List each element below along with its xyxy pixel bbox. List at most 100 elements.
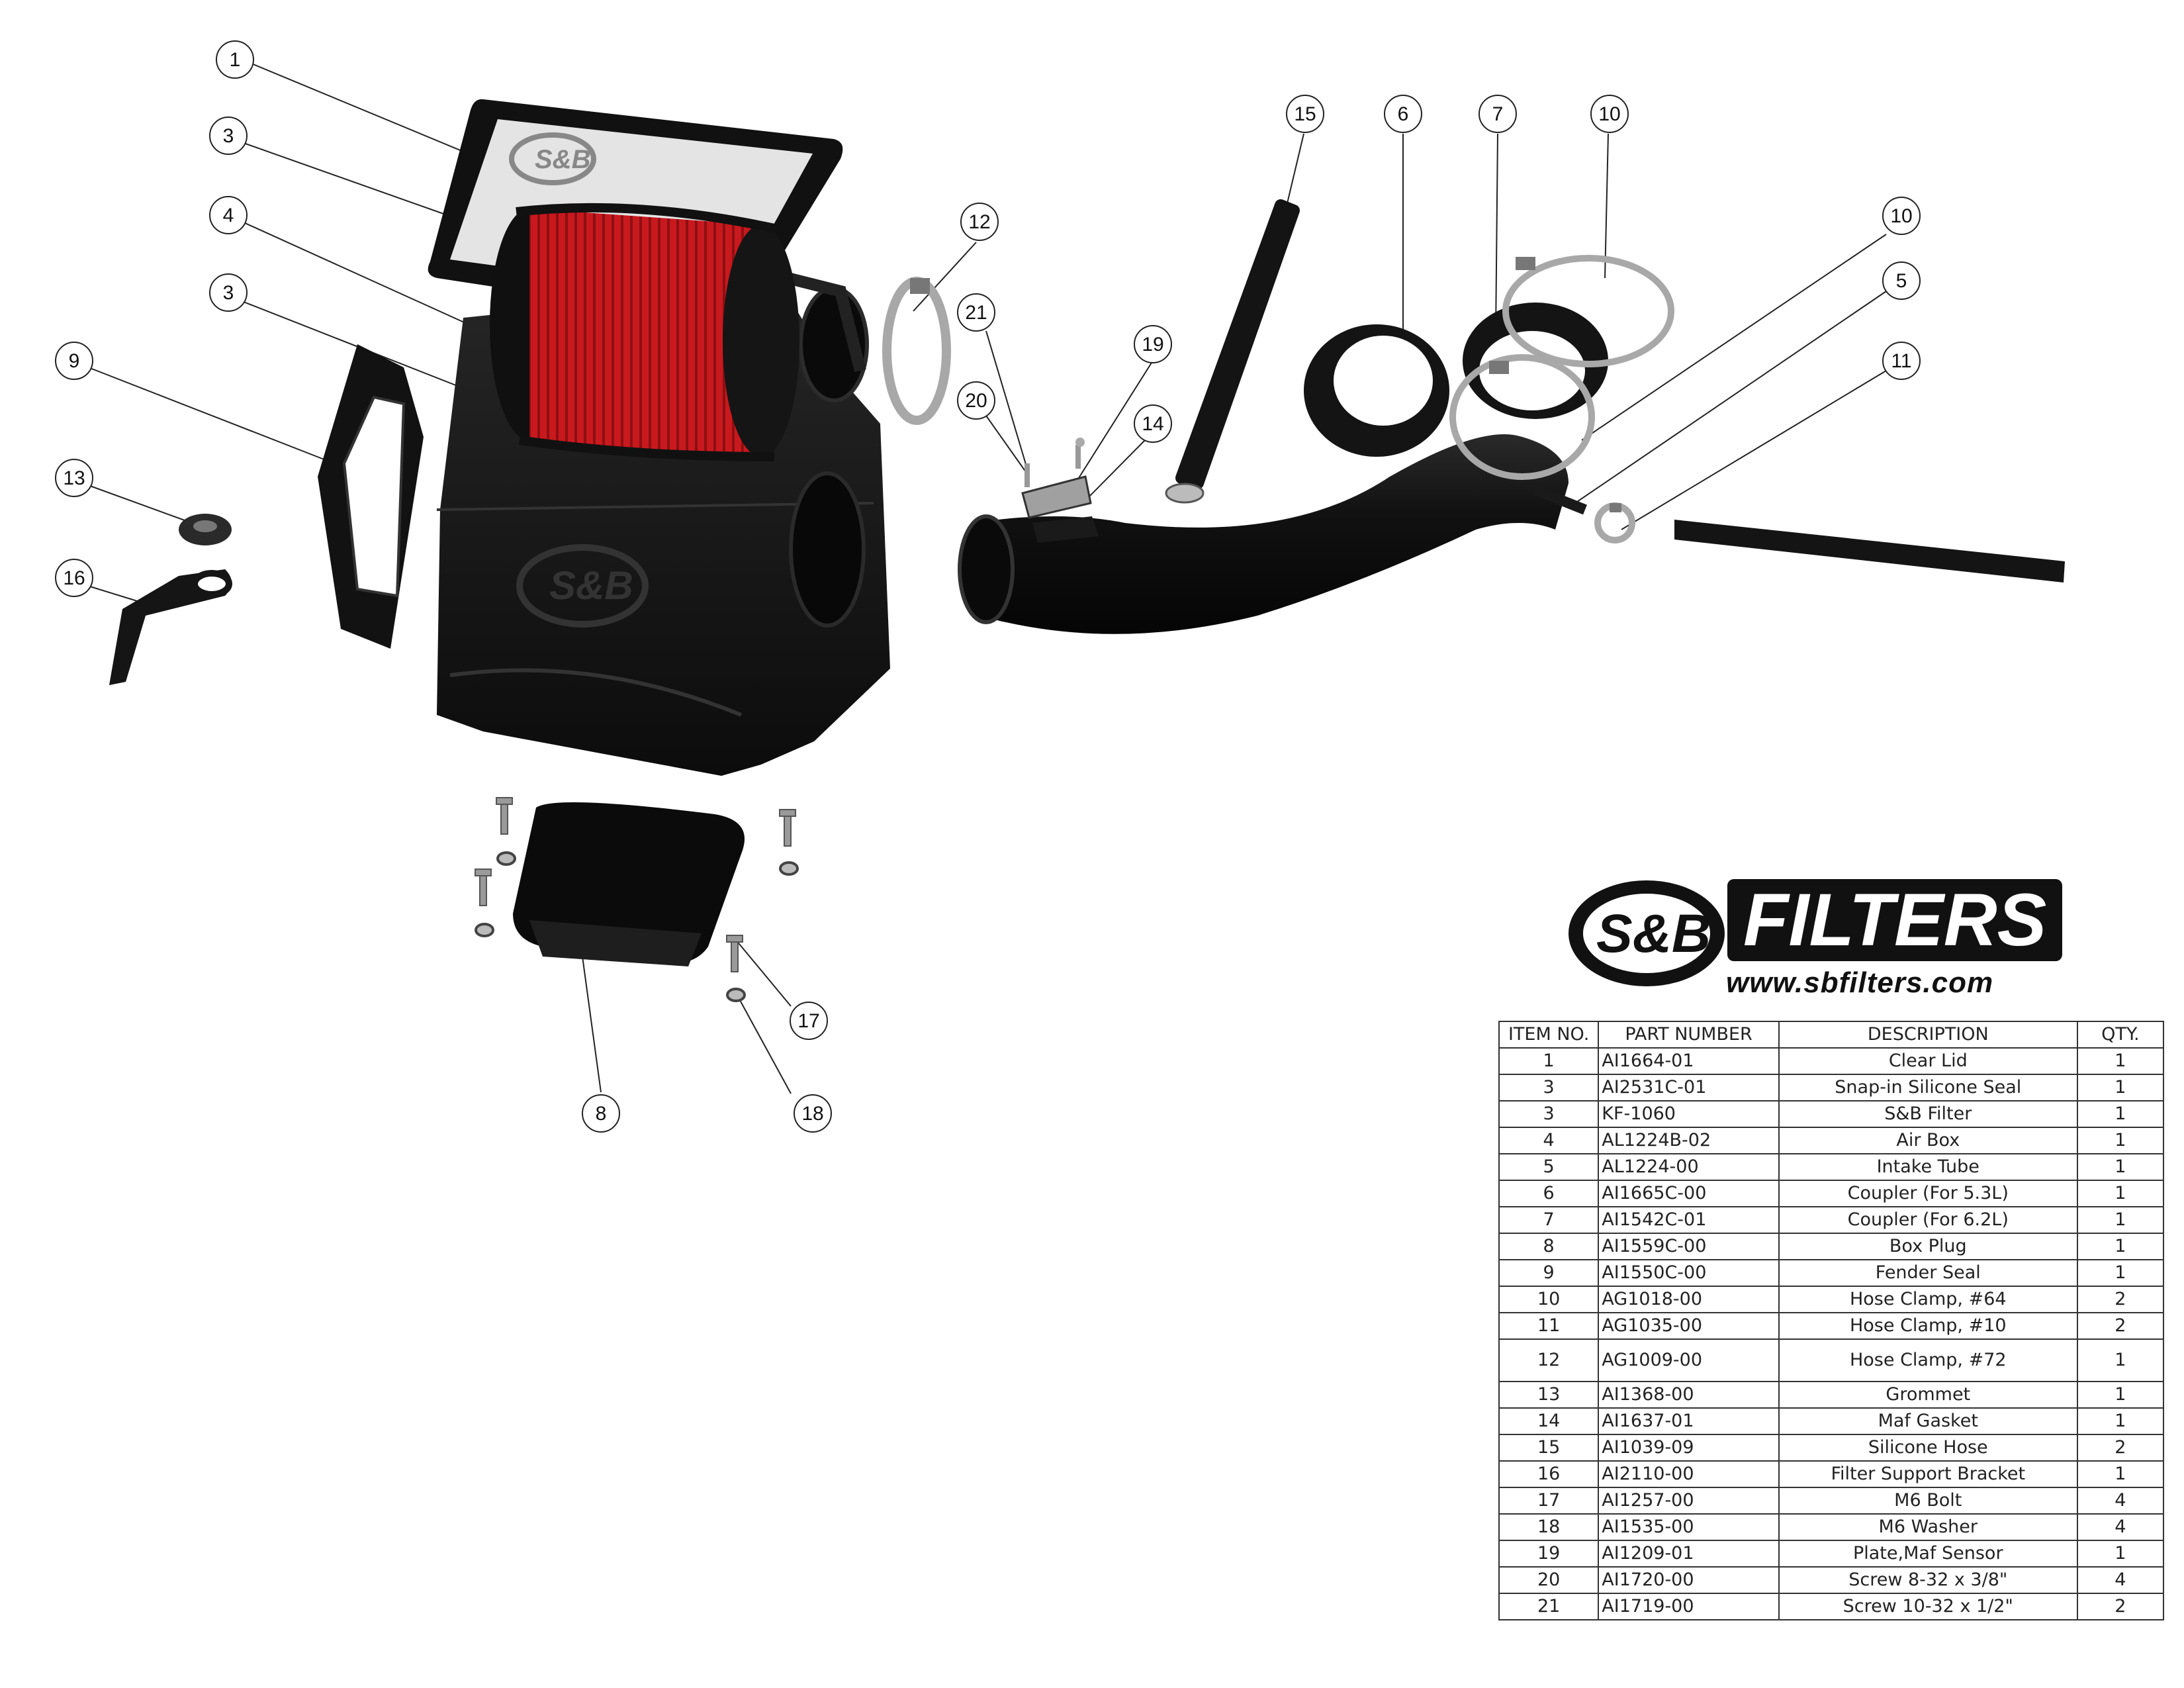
item-number-cell: 15: [1498, 1434, 1600, 1462]
callout-label: 10: [1598, 103, 1620, 125]
quantity-cell: 1: [2076, 1540, 2165, 1568]
part-number-cell: AI1368-00: [1598, 1381, 1780, 1409]
callout-circle: [790, 1002, 828, 1040]
column-header: QTY.: [2076, 1021, 2165, 1049]
logo-url: www.sbfilters.com: [1726, 966, 1994, 999]
part-number-cell: AL1224B-02: [1598, 1127, 1780, 1154]
callout-circle: [1384, 95, 1422, 133]
quantity-cell: 1: [2076, 1259, 2165, 1287]
callout-label: 16: [63, 567, 85, 589]
callout-c15: 15: [1286, 95, 1324, 133]
callout-label: 9: [69, 350, 80, 372]
callout-circle: [209, 273, 248, 312]
callout-c3b: 3: [209, 273, 248, 312]
callout-c5: 5: [1882, 261, 1921, 300]
intake-tube: [958, 434, 1587, 634]
part-number-cell: AI1535-00: [1598, 1513, 1780, 1541]
part-number-cell: AI1550C-00: [1598, 1259, 1780, 1287]
callout-circle: [209, 196, 248, 234]
logo-wordmark: FILTERS: [1727, 879, 2063, 961]
callout-c19: 19: [1134, 325, 1172, 363]
item-number-cell: 12: [1498, 1338, 1600, 1382]
callout-c4: 4: [209, 196, 248, 234]
description-cell: Air Box: [1778, 1127, 2078, 1154]
quantity-cell: 4: [2076, 1513, 2165, 1541]
quantity-cell: 1: [2076, 1074, 2165, 1102]
callout-c12: 12: [960, 203, 999, 241]
callout-c10b: 10: [1882, 197, 1921, 235]
part-number-cell: AI1664-01: [1598, 1047, 1780, 1075]
callout-c3a: 3: [209, 117, 248, 155]
callout-label: 19: [1142, 334, 1163, 355]
callout-label: 1: [230, 49, 241, 71]
bolts-and-washers: [475, 797, 799, 1002]
callout-label: 10: [1890, 205, 1912, 227]
callout-circle: [582, 1094, 620, 1133]
callout-c21: 21: [957, 293, 995, 332]
part-number-cell: AI2110-00: [1598, 1460, 1780, 1488]
part-number-cell: AI1720-00: [1598, 1566, 1780, 1594]
callout-label: 6: [1398, 103, 1409, 125]
item-number-cell: 19: [1498, 1540, 1600, 1568]
callout-label: 7: [1492, 103, 1504, 125]
callout-label: 15: [1294, 103, 1316, 125]
description-cell: M6 Bolt: [1778, 1487, 2078, 1515]
callout-c8: 8: [582, 1094, 620, 1133]
callout-circle: [1286, 95, 1324, 133]
callout-circle: [1134, 404, 1172, 443]
description-cell: Intake Tube: [1778, 1153, 2078, 1181]
box-plug: [513, 802, 745, 966]
description-cell: Hose Clamp, #10: [1778, 1312, 2078, 1340]
quantity-cell: 1: [2076, 1180, 2165, 1207]
sb-badge-icon: S&B: [1569, 880, 1725, 986]
callout-circle: [1882, 197, 1921, 235]
callout-c20: 20: [957, 381, 995, 420]
quantity-cell: 1: [2076, 1206, 2165, 1234]
callout-label: 8: [596, 1103, 607, 1125]
sb-filter: [490, 203, 799, 461]
part-number-cell: AI1559C-00: [1598, 1233, 1780, 1260]
callout-label: 11: [1891, 350, 1911, 372]
callout-circle: [55, 559, 93, 597]
quantity-cell: 2: [2076, 1286, 2165, 1313]
quantity-cell: 1: [2076, 1100, 2165, 1128]
part-number-cell: AI1719-00: [1598, 1593, 1780, 1620]
silicone-hose: [1165, 199, 1300, 504]
item-number-cell: 8: [1498, 1233, 1600, 1260]
description-cell: Box Plug: [1778, 1233, 2078, 1260]
description-cell: Fender Seal: [1778, 1259, 2078, 1287]
item-number-cell: 10: [1498, 1286, 1600, 1313]
callout-label: 20: [965, 390, 987, 412]
callout-c18: 18: [794, 1094, 832, 1133]
part-number-cell: AI1039-09: [1598, 1434, 1780, 1462]
item-number-cell: 13: [1498, 1381, 1600, 1409]
callout-label: 17: [797, 1010, 819, 1032]
callout-label: 12: [968, 211, 990, 233]
callout-circle: [960, 203, 999, 241]
description-cell: Grommet: [1778, 1381, 2078, 1409]
coupler-5-3l: [1304, 324, 1449, 457]
quantity-cell: 1: [2076, 1381, 2165, 1409]
sb-logo-icon: S&B: [509, 132, 596, 185]
callout-label: 5: [1896, 270, 1907, 292]
item-number-cell: 20: [1498, 1566, 1600, 1594]
description-cell: Silicone Hose: [1778, 1434, 2078, 1462]
item-number-cell: 21: [1498, 1593, 1600, 1620]
callout-label: 4: [223, 205, 234, 226]
hose-clamp-64: [1449, 255, 1674, 480]
callout-c1: 1: [216, 40, 254, 79]
silicone-hose-2: [1674, 520, 2065, 583]
description-cell: M6 Washer: [1778, 1513, 2078, 1541]
quantity-cell: 1: [2076, 1460, 2165, 1488]
item-number-cell: 3: [1498, 1074, 1600, 1102]
